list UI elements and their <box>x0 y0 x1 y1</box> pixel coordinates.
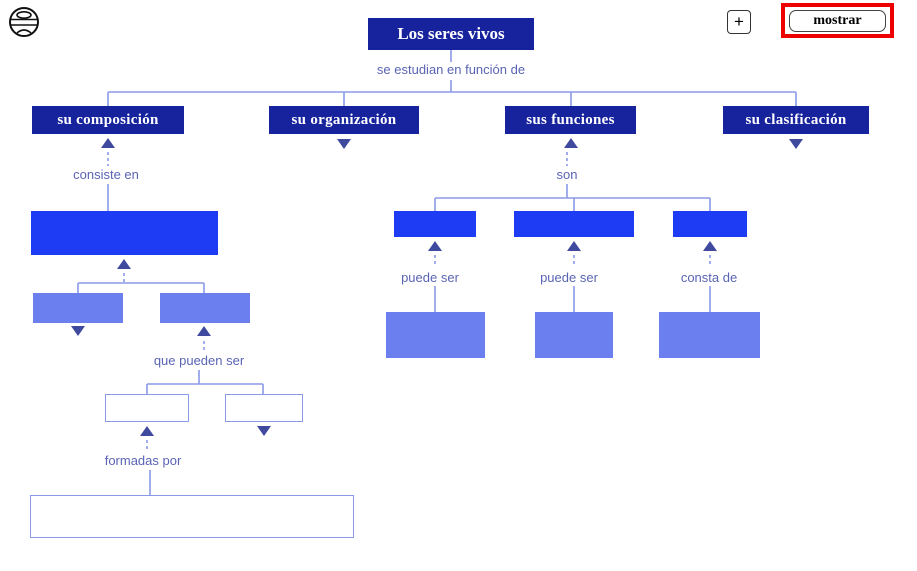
node-su-clasificacion-label: su clasificación <box>745 111 847 128</box>
node-funcion-3[interactable] <box>673 211 747 237</box>
node-funcion-1[interactable] <box>394 211 476 237</box>
node-sus-funciones-label: sus funciones <box>526 111 615 128</box>
node-celula-a[interactable] <box>33 293 123 323</box>
node-su-organizacion-label: su organización <box>291 111 397 128</box>
toggle-arrow-tipo-b[interactable] <box>257 426 271 436</box>
connector-label-son: son <box>556 167 578 182</box>
toggle-arrow-tipo-a[interactable] <box>140 426 154 436</box>
toggle-arrow-celula-b[interactable] <box>197 326 211 336</box>
toggle-arrow-su-composicion[interactable] <box>101 138 115 148</box>
toggle-arrow-funcion-1[interactable] <box>428 241 442 251</box>
toggle-arrow-composicion-child[interactable] <box>117 259 131 269</box>
node-su-organizacion[interactable]: su organización <box>269 106 419 134</box>
connector-label-puede-ser-1: puede ser <box>401 270 459 285</box>
node-celula-b[interactable] <box>160 293 250 323</box>
node-tipo-a[interactable] <box>105 394 189 422</box>
globe-logo[interactable] <box>8 6 40 38</box>
node-funcion-1-child[interactable] <box>386 312 485 358</box>
connector-label-puede-ser-2: puede ser <box>540 270 598 285</box>
add-node-button[interactable]: + <box>727 10 751 34</box>
node-composicion-child[interactable] <box>31 211 218 255</box>
node-sus-funciones[interactable]: sus funciones <box>505 106 636 134</box>
show-button[interactable]: mostrar <box>789 10 886 32</box>
toggle-arrow-funcion-3[interactable] <box>703 241 717 251</box>
connector-label-que-pueden-ser: que pueden ser <box>153 353 245 368</box>
toggle-arrow-celula-a[interactable] <box>71 326 85 336</box>
node-tipo-b[interactable] <box>225 394 303 422</box>
connector-label-formadas-por: formadas por <box>104 453 182 468</box>
node-su-clasificacion[interactable]: su clasificación <box>723 106 869 134</box>
connector-label-consiste-en: consiste en <box>73 167 139 182</box>
node-su-composicion-label: su composición <box>57 111 159 128</box>
node-root[interactable]: Los seres vivos <box>368 18 534 50</box>
node-funcion-3-child[interactable] <box>659 312 760 358</box>
node-funcion-2-child[interactable] <box>535 312 613 358</box>
toggle-arrow-sus-funciones[interactable] <box>564 138 578 148</box>
connector-label-root: se estudian en función de <box>376 62 526 77</box>
node-root-label: Los seres vivos <box>397 24 505 43</box>
node-funcion-2[interactable] <box>514 211 634 237</box>
toggle-arrow-funcion-2[interactable] <box>567 241 581 251</box>
node-su-composicion[interactable]: su composición <box>32 106 184 134</box>
toggle-arrow-su-organizacion[interactable] <box>337 139 351 149</box>
toggle-arrow-su-clasificacion[interactable] <box>789 139 803 149</box>
connector-label-consta-de: consta de <box>680 270 738 285</box>
node-formadas-child[interactable] <box>30 495 354 538</box>
